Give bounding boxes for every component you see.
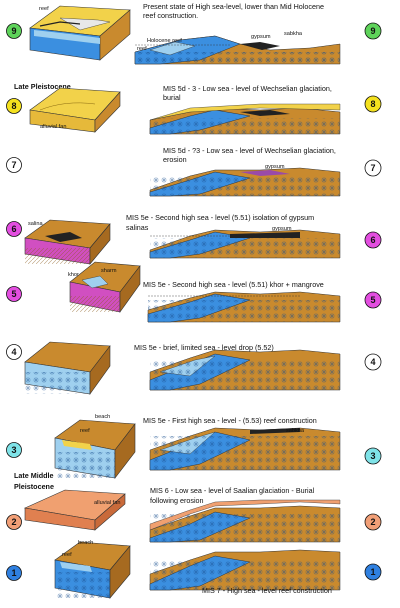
stage-2-caption-line1: MIS 6 - Low sea - level of Saalian glaci… — [150, 486, 315, 495]
stage-9-label-reef-2: reef — [137, 46, 147, 52]
stage-5-caption-line1: MIS 5e - Second high sea - level (5.51) … — [143, 280, 324, 289]
header-late-middle-line1: Late Middle — [14, 471, 54, 480]
stage-7-number-right: 7 — [370, 163, 375, 173]
stage-5-label-khor: khor — [68, 272, 79, 278]
stage-7: MIS 5d - ?3 - Low sea - level of Wechsel… — [6, 146, 382, 197]
stage-3-number-right: 3 — [370, 451, 375, 461]
stage-3-label-sabkha: sabkha — [286, 428, 305, 434]
stage-5-badge-left — [6, 286, 22, 302]
stage-9: Present state of High sea-level, lower t… — [6, 2, 382, 65]
stage-7-badge-left — [6, 157, 22, 173]
stage-8: MIS 5d - 3 - Low sea - level of Wechseli… — [6, 84, 382, 135]
stage-4-number-right: 4 — [370, 357, 375, 367]
stage-3: MIS 5e - First high sea - level - (5.53)… — [6, 414, 382, 479]
block-diagram-4 — [24, 341, 111, 395]
stage-4-badge-left — [6, 344, 22, 360]
cross-section-5 — [147, 291, 341, 323]
stage-6-label-salina: salina — [28, 221, 44, 227]
stage-6-badge-left — [6, 221, 22, 237]
stage-9-number-right: 9 — [370, 26, 375, 36]
stage-1: MIS 7 - High sea - level reef constructi… — [6, 540, 382, 599]
cross-section-1 — [149, 549, 341, 591]
stage-6: MIS 5e - Second high sea - level (5.51) … — [6, 213, 382, 265]
stage-7-number-left: 7 — [11, 160, 16, 170]
stage-7-caption-line1: MIS 5d - ?3 - Low sea - level of Wechsel… — [163, 146, 336, 155]
stage-4-badge-right — [364, 353, 382, 371]
header-late-middle-line2: Pleistocene — [14, 482, 54, 491]
stage-6-badge-right — [364, 231, 382, 249]
stage-5: MIS 5e - Second high sea - level (5.51) … — [6, 261, 382, 323]
stage-7-label-gypsum: gypsum — [265, 164, 285, 170]
stage-8-badge-right — [364, 95, 382, 113]
stage-2-label-alluvial-fan: alluvial fan — [94, 500, 120, 506]
cross-section-7 — [149, 167, 341, 197]
block-diagram-3 — [54, 419, 136, 479]
stage-9-badge-left — [6, 23, 22, 39]
stage-9-badge-right — [364, 22, 382, 40]
block-diagram-8 — [29, 87, 121, 133]
stage-9-label-gypsum: gypsum — [251, 34, 271, 40]
block-diagram-6 — [24, 219, 111, 265]
block-diagram-2 — [23, 489, 126, 531]
stage-1-number-left: 1 — [11, 568, 16, 578]
stage-3-number-left: 3 — [11, 445, 16, 455]
stage-7-badge-right — [364, 159, 382, 177]
cross-section-8 — [149, 103, 341, 135]
stage-9-caption-line1: Present state of High sea-level, lower t… — [143, 2, 324, 11]
stage-5-badge-right — [364, 291, 382, 309]
stage-9-label-holocene-reef: Holocene reef — [147, 38, 182, 44]
stage-3-badge-right — [364, 447, 382, 465]
block-diagram-1 — [54, 541, 131, 599]
stage-8-number-right: 8 — [370, 99, 375, 109]
stage-7-caption-line2: erosion — [163, 155, 187, 164]
stage-6-number-right: 6 — [370, 235, 375, 245]
cross-section-9 — [134, 35, 341, 65]
stage-3-label-beach: beach — [95, 414, 110, 420]
stage-6-number-left: 6 — [11, 224, 16, 234]
cross-section-3 — [149, 427, 341, 471]
stage-1-caption-line1: MIS 7 - High sea - level reef constructi… — [202, 586, 332, 595]
stage-3-badge-left — [6, 442, 22, 458]
stage-8-badge-left — [6, 98, 22, 114]
stage-9-label-sabkha: sabkha — [284, 31, 303, 37]
stage-1-label-reef: reef — [62, 552, 72, 558]
stage-3-caption-line1: MIS 5e - First high sea - level - (5.53)… — [143, 416, 317, 425]
block-diagram-9 — [29, 5, 131, 61]
stage-4: MIS 5e - brief, limited sea - level drop… — [6, 341, 382, 395]
stage-3-label-reef: reef — [80, 428, 90, 434]
stage-1-number-right: 1 — [370, 567, 375, 577]
stage-4-caption-line1: MIS 5e - brief, limited sea - level drop… — [134, 343, 274, 352]
stage-5-number-left: 5 — [11, 289, 16, 299]
stage-2-number-left: 2 — [11, 517, 16, 527]
stage-2: MIS 6 - Low sea - level of Saalian glaci… — [6, 486, 382, 543]
stage-8-caption-line2: burial — [163, 93, 181, 102]
stage-6-label-gypsum: gypsum — [272, 226, 292, 232]
stage-8-caption-line1: MIS 5d - 3 - Low sea - level of Wechseli… — [163, 84, 332, 93]
cross-section-6 — [149, 229, 341, 259]
stage-1-badge-right — [364, 563, 382, 581]
stage-1-badge-left — [6, 565, 22, 581]
header-late-pleistocene: Late Pleistocene — [14, 82, 71, 91]
stage-9-number-left: 9 — [11, 26, 16, 36]
stage-8-number-left: 8 — [11, 101, 16, 111]
stage-6-caption-line1: MIS 5e - Second high sea - level (5.51) … — [126, 213, 314, 222]
stage-2-caption-line2: following erosion — [150, 496, 204, 505]
stage-1-label-beach: beach — [78, 540, 93, 546]
stage-2-badge-right — [364, 513, 382, 531]
cross-section-2 — [149, 499, 341, 543]
stage-9-caption-line2: reef construction. — [143, 11, 198, 20]
stage-6-caption-line2: salinas — [126, 223, 149, 232]
stage-8-label-alluvial-fan: alluvial fan — [40, 124, 66, 130]
stage-2-badge-left — [6, 514, 22, 530]
stage-9-label-reef: reef — [39, 6, 49, 12]
stage-2-number-right: 2 — [370, 517, 375, 527]
stage-4-number-left: 4 — [11, 347, 16, 357]
block-diagram-5 — [69, 261, 141, 313]
stage-5-label-sharm: sharm — [101, 268, 117, 274]
stage-5-number-right: 5 — [370, 295, 375, 305]
cross-section-4 — [149, 349, 341, 391]
